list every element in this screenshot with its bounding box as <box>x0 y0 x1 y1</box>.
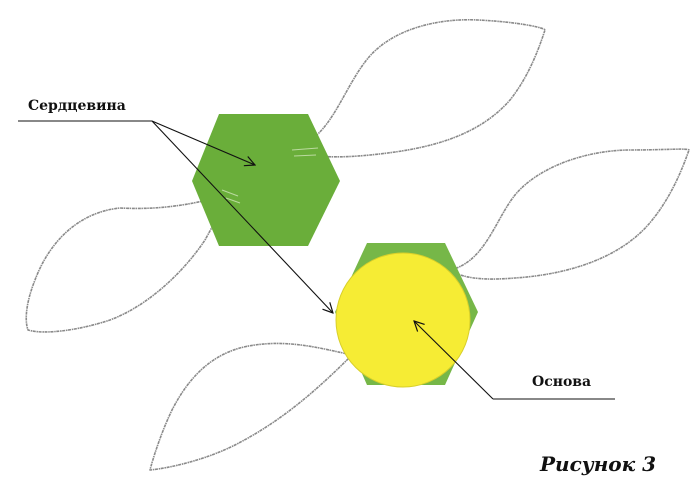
petal-top-left <box>25 194 229 333</box>
core-texture <box>221 147 319 204</box>
petal-bottom-left <box>149 342 353 471</box>
core-arrow-2 <box>151 120 333 313</box>
petal-bottom-right <box>449 148 690 280</box>
core-label: Сердцевина <box>28 98 126 114</box>
base-circle <box>335 252 471 388</box>
petal-top-right <box>289 18 546 158</box>
figure-caption: Рисунок 3 <box>540 452 657 476</box>
core-hexagon <box>192 114 340 246</box>
core-arrow-1 <box>151 120 255 165</box>
base-arrow <box>414 321 494 400</box>
base-label: Основа <box>532 374 592 390</box>
